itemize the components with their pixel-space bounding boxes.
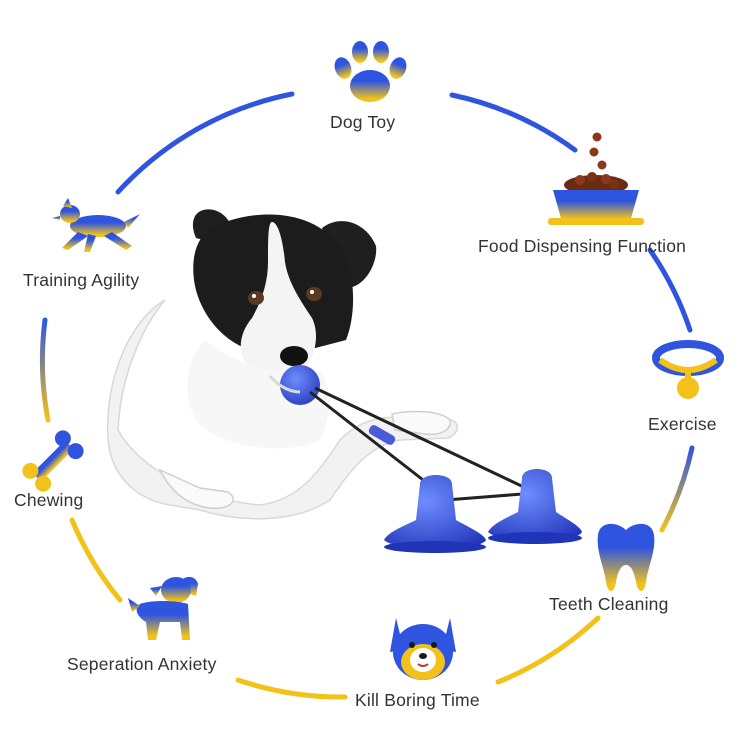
bone-icon (22, 430, 84, 492)
label-training-agility: Training Agility (23, 270, 140, 290)
arc-right-upper (647, 247, 693, 333)
arc-right-lower (659, 445, 695, 533)
arc-top-left (115, 91, 295, 195)
label-separation-anxiety: Seperation Anxiety (67, 654, 217, 674)
label-exercise: Exercise (648, 414, 717, 434)
tooth-icon (597, 523, 655, 591)
arc-bottom-left (235, 677, 348, 700)
label-dog-toy: Dog Toy (330, 112, 396, 132)
arc-top-right (449, 92, 578, 153)
arc-left-upper (39, 317, 51, 423)
dog-face-icon (390, 618, 456, 680)
arc-bottom-right (495, 615, 601, 685)
sitting-dog-icon (128, 576, 198, 640)
food-bowl-icon (548, 132, 644, 225)
label-kill-boring-time: Kill Boring Time (355, 690, 480, 710)
collar-icon (652, 340, 724, 399)
paw-icon (334, 41, 407, 102)
label-chewing: Chewing (14, 490, 84, 510)
running-dog-icon (52, 198, 140, 252)
tug-toy (309, 386, 582, 553)
suction-cup-right (488, 469, 582, 541)
arc-left-lower (69, 517, 123, 603)
dog-illustration (106, 209, 459, 520)
circle-path (39, 91, 695, 700)
suction-cup-left (384, 475, 486, 549)
label-teeth-cleaning: Teeth Cleaning (549, 594, 669, 614)
label-food-dispensing: Food Dispensing Function (478, 236, 687, 256)
